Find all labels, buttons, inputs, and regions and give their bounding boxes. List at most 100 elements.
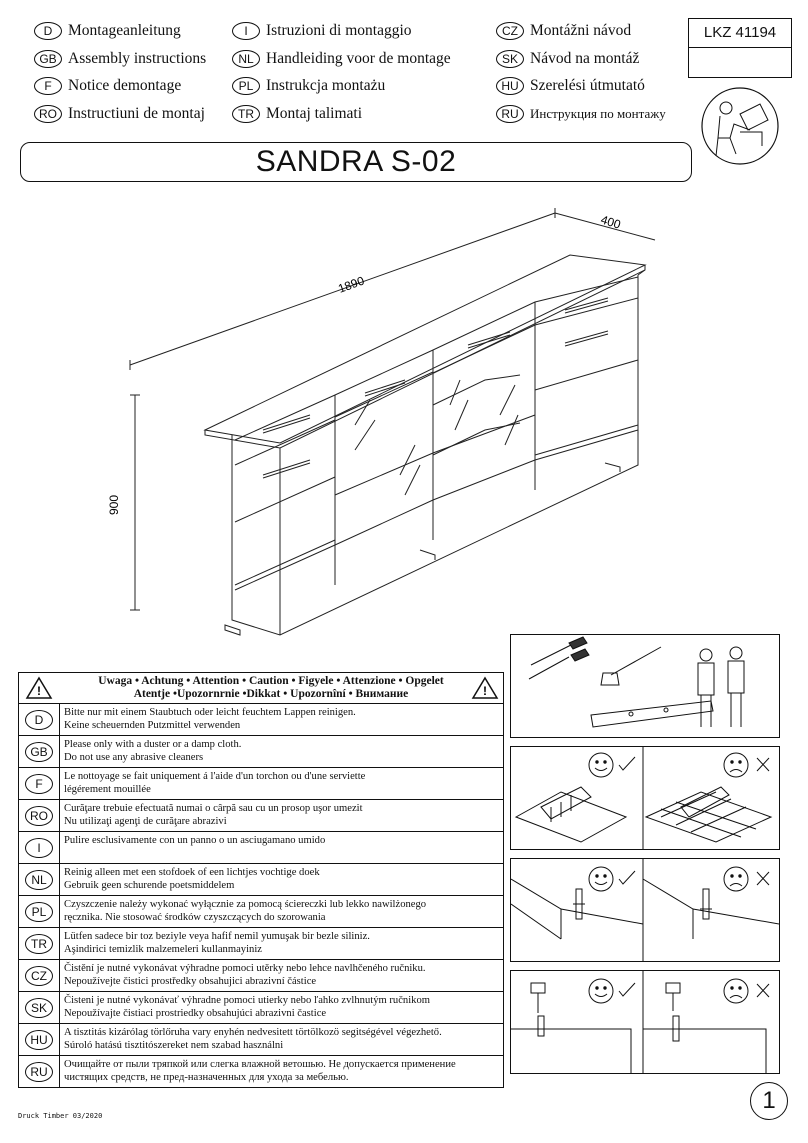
warning-row: RU Очищайте от пыли тряпкой или слегка вл…: [19, 1056, 503, 1087]
language-label: Szerelési útmutató: [530, 77, 645, 94]
language-entry: SK Návod na montáž: [496, 49, 640, 68]
tools-icon: [528, 636, 745, 728]
warning-icon: !: [25, 676, 53, 699]
language-code-badge: CZ: [496, 22, 524, 40]
language-label: Instructiuni de montaj: [68, 104, 205, 122]
language-entry: RU Инструкция по монтажу: [496, 104, 666, 123]
warning-row: TR Lütfen sadece bir toz beziyle veya haf…: [19, 928, 503, 960]
language-entry: GB Assembly instructions: [34, 49, 207, 68]
language-label: Montaj talimati: [266, 104, 362, 122]
warning-row: F Le nottoyage se fait uniquement á l'aid…: [19, 768, 503, 800]
language-code-badge: F: [25, 773, 53, 794]
warning-row: PL Czyszczenie należy wykonać wyłącznie z…: [19, 896, 503, 928]
language-code-badge: D: [25, 709, 53, 730]
language-code-badge: HU: [25, 1029, 53, 1050]
warning-text: Lütfen sadece bir toz beziyle veya hafif…: [64, 931, 370, 955]
happy-face-icon: [588, 752, 636, 778]
language-code-badge: NL: [232, 49, 260, 68]
warning-text: Curăţare trebuie efectuată numai o cârpă…: [64, 803, 363, 827]
svg-text:!: !: [483, 684, 487, 698]
read-instructions-icon: [700, 86, 780, 171]
language-code-badge: TR: [232, 104, 260, 123]
warning-header: ! Uwaga • Achtung • Attention • Caution …: [19, 673, 503, 704]
warning-line-1: Uwaga • Achtung • Attention • Caution • …: [98, 675, 444, 687]
cleaning-warning-table: ! Uwaga • Achtung • Attention • Caution …: [18, 672, 504, 1088]
sad-face-icon: [723, 866, 770, 892]
article-code: LKZ 41194: [689, 19, 791, 48]
height-dimension: 900: [107, 495, 121, 515]
language-code-badge: RO: [34, 104, 62, 123]
page-number: 1: [750, 1082, 788, 1120]
hard-floor-assembly-bad: [644, 786, 773, 843]
language-code-badge: NL: [25, 869, 53, 890]
warning-text: Čistění je nutné vykonávat výhradne pomo…: [64, 963, 426, 987]
language-code-badge: PL: [232, 77, 260, 95]
language-code-badge: SK: [496, 49, 524, 68]
language-label: Инструкция по монтажу: [530, 105, 666, 121]
language-entry: I Istruzioni di montaggio: [232, 22, 412, 40]
warning-row: I Pulire esclusivamente con un panno o un…: [19, 832, 503, 864]
depth-dimension: 400: [599, 212, 623, 231]
svg-text:!: !: [37, 684, 41, 698]
warning-row: NL Reinig alleen met een stofdoek of een …: [19, 864, 503, 896]
warning-text: A tisztitás kizárólag törlőruha vary eny…: [64, 1027, 442, 1051]
language-entry: RO Instructiuni de montaj: [34, 104, 205, 123]
warning-row: D Bitte nur mit einem Staubtuch oder leic…: [19, 704, 503, 736]
language-code-badge: I: [25, 837, 53, 858]
warning-text: Please only with a duster or a damp clot…: [64, 739, 242, 763]
language-code-badge: PL: [25, 901, 53, 922]
language-code-badge: I: [232, 22, 260, 40]
language-entry: F Notice demontage: [34, 77, 181, 95]
warning-text: Bitte nur mit einem Staubtuch oder leich…: [64, 707, 356, 731]
warning-row: CZ Čistění je nutné vykonávat výhradne po…: [19, 960, 503, 992]
language-label: Návod na montáž: [530, 49, 640, 67]
warning-text: Čisteni je nutné vykonávať výhradne pomo…: [64, 995, 430, 1019]
language-code-badge: TR: [25, 933, 53, 954]
happy-face-icon: [588, 978, 636, 1004]
warning-icon: !: [471, 676, 499, 699]
print-info: Druck Timber 03/2020: [18, 1112, 103, 1120]
language-entry: TR Montaj talimati: [232, 104, 362, 123]
language-entry: PL Instrukcja montażu: [232, 77, 385, 95]
language-entry: D Montageanleitung: [34, 22, 181, 40]
language-label: Notice demontage: [68, 77, 182, 94]
warning-text: Czyszczenie należy wykonać wyłącznie za …: [64, 899, 427, 923]
warning-row: GB Please only with a duster or a damp cl…: [19, 736, 503, 768]
language-label: Istruzioni di montaggio: [266, 22, 412, 39]
warning-line-2: Atentje •Upozornrnie •Dikkat • Upozornîn…: [133, 688, 409, 700]
language-code-badge: RU: [25, 1061, 53, 1082]
sad-face-icon: [723, 752, 770, 778]
warning-text: Pulire esclusivamente con un panno o un …: [64, 835, 326, 846]
warning-text: Le nottoyage se fait uniquement á l'aide…: [64, 771, 366, 795]
language-code-badge: GB: [34, 49, 62, 68]
warning-row: HU A tisztitás kizárólag törlőruha vary e…: [19, 1024, 503, 1056]
language-code-badge: RO: [25, 805, 53, 826]
language-code-badge: RU: [496, 104, 524, 123]
language-code-badge: F: [34, 77, 62, 95]
language-label: Montageanleitung: [68, 22, 181, 39]
language-code-badge: HU: [496, 77, 524, 95]
warning-row: SK Čisteni je nutné vykonávať výhradne po…: [19, 992, 503, 1024]
warning-text: Reinig alleen met een stofdoek of een li…: [64, 867, 320, 891]
language-entry: HU Szerelési útmutató: [496, 77, 645, 95]
language-code-badge: D: [34, 22, 62, 40]
product-title: SANDRA S-02: [20, 142, 692, 182]
language-code-badge: SK: [25, 997, 53, 1018]
dowel-panel: [510, 858, 780, 962]
carpet-assembly-good: [514, 786, 628, 843]
language-label: Montážni návod: [530, 22, 632, 39]
language-code-badge: CZ: [25, 965, 53, 986]
language-code-badge: GB: [25, 741, 53, 762]
article-code-box: LKZ 41194: [688, 18, 792, 78]
language-label: Assembly instructions: [68, 49, 207, 67]
sideboard-drawing: 1890 400 900: [100, 195, 680, 655]
language-entry: NL Handleiding voor de montage: [232, 49, 451, 68]
happy-face-icon: [588, 866, 636, 892]
warning-text: Очищайте от пыли тряпкой или слегка влаж…: [64, 1059, 456, 1083]
width-dimension: 1890: [336, 273, 366, 295]
sad-face-icon: [723, 978, 770, 1004]
warning-row: RO Curăţare trebuie efectuată numai o câr…: [19, 800, 503, 832]
language-label: Handleiding voor de montage: [266, 49, 451, 67]
tools-panel: [510, 634, 780, 738]
language-label: Instrukcja montażu: [266, 77, 386, 94]
